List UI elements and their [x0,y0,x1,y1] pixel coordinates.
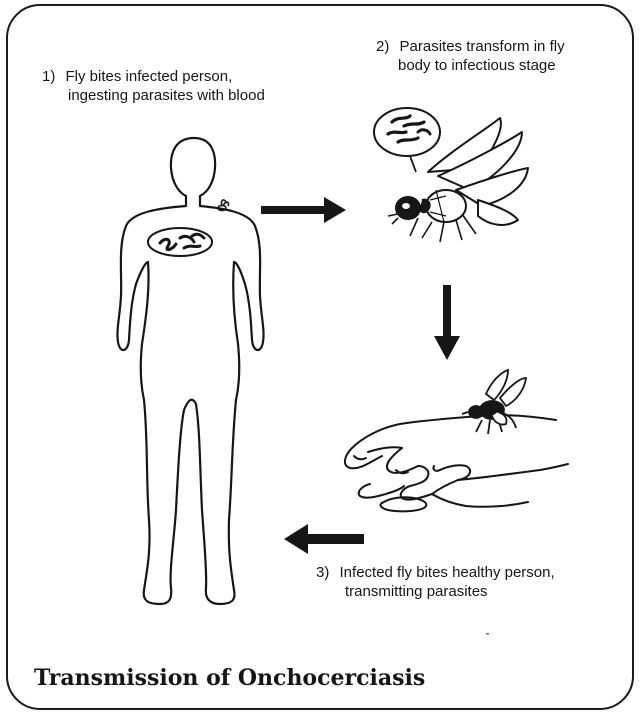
arrow-down-icon [434,285,460,360]
arrow-left-icon [284,524,364,554]
biting-fly-icon [462,370,526,434]
chest-parasite-bubble-icon [148,228,212,256]
fly-parasite-bubble-icon [374,108,440,172]
speck-mark [486,633,489,635]
hand-illustration-icon [345,415,568,511]
fly-icon [388,118,528,242]
arrow-right-icon [261,197,346,223]
human-silhouette-icon [117,138,263,604]
